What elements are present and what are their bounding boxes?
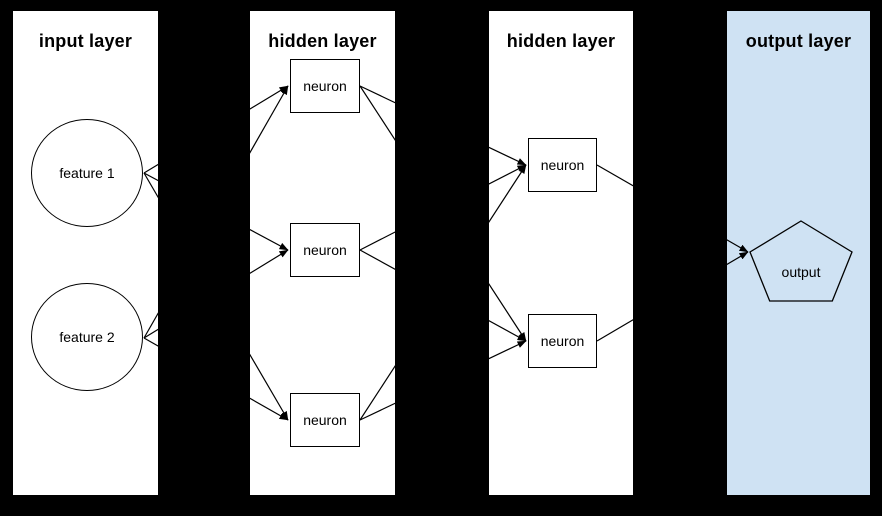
node-feature-2-label: feature 2 bbox=[59, 329, 115, 345]
node-output-label: output bbox=[781, 264, 821, 280]
node-neuron-1-3-label: neuron bbox=[303, 412, 347, 428]
node-neuron-1-2-label: neuron bbox=[303, 242, 347, 258]
node-feature-1-label: feature 1 bbox=[59, 165, 115, 181]
node-neuron-1-1-label: neuron bbox=[303, 78, 347, 94]
output-layer-title: output layer bbox=[745, 31, 852, 51]
node-neuron-2-2-label: neuron bbox=[540, 333, 585, 349]
node-neuron-1-2: neuron bbox=[290, 223, 360, 277]
node-neuron-2-2: neuron bbox=[528, 314, 597, 368]
node-neuron-1-1: neuron bbox=[290, 59, 360, 113]
hidden-layer-2-title: hidden layer bbox=[506, 31, 616, 51]
node-feature-1: feature 1 bbox=[31, 119, 143, 227]
input-layer-title: input layer bbox=[38, 31, 133, 51]
node-neuron-1-3: neuron bbox=[290, 393, 360, 447]
node-feature-2: feature 2 bbox=[31, 283, 143, 391]
node-neuron-2-1: neuron bbox=[528, 138, 597, 192]
node-output: output bbox=[748, 220, 854, 303]
hidden-layer-1-title: hidden layer bbox=[268, 31, 377, 51]
panel-hidden-layer-2: hidden layer bbox=[489, 11, 633, 495]
node-neuron-2-1-label: neuron bbox=[540, 157, 585, 173]
panel-input-layer: input layer bbox=[13, 11, 158, 495]
pentagon-shape-icon bbox=[749, 220, 853, 302]
